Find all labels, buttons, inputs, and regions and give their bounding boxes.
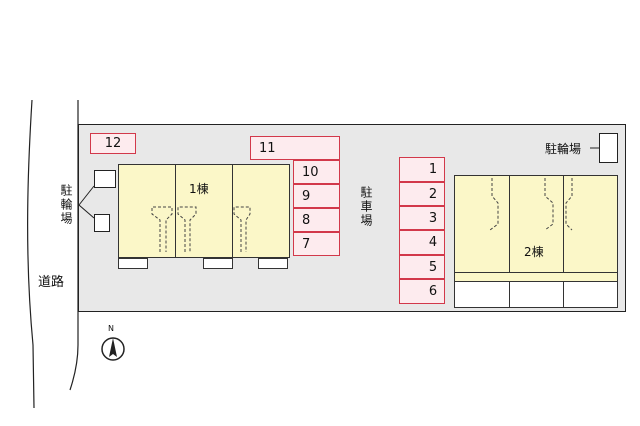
- bicycle-rack-left-bottom: [94, 214, 110, 232]
- building-1: [118, 164, 290, 258]
- parking-stall-4: 4: [399, 230, 445, 255]
- stall-number: 10: [302, 164, 319, 180]
- parking-area-label: 駐車場: [359, 186, 373, 228]
- parking-stall-1: 1: [399, 157, 445, 182]
- building-2-label: 2棟: [524, 245, 544, 259]
- stall-number: 12: [104, 136, 122, 151]
- building-1-porch: [203, 258, 233, 269]
- building-1-unit-divider: [175, 164, 176, 258]
- stall-number: 9: [302, 188, 311, 204]
- stall-number: 8: [302, 212, 311, 228]
- stall-number: 3: [428, 210, 438, 226]
- bicycle-rack-left-top: [94, 170, 116, 188]
- compass-label: N: [108, 324, 114, 333]
- parking-stall-3: 3: [399, 206, 445, 230]
- bicycle-parking-left-label: 駐輪場: [59, 184, 73, 226]
- stall-number: 1: [428, 162, 438, 177]
- building-2-terrace-band: [454, 272, 618, 282]
- parking-stall-12: 12: [90, 133, 136, 154]
- parking-stall-5: 5: [399, 255, 445, 279]
- stall-number: 7: [302, 236, 311, 252]
- parking-stall-10: 10: [293, 160, 340, 184]
- building-2-unit-divider: [563, 175, 564, 275]
- building-1-porch: [118, 258, 148, 269]
- building-1-label: 1棟: [189, 182, 209, 196]
- bicycle-parking-right-label: 駐輪場: [545, 142, 582, 156]
- stall-number: 6: [428, 284, 438, 299]
- bicycle-rack-right: [599, 133, 618, 163]
- stall-number: 2: [428, 186, 438, 202]
- stall-number: 4: [428, 235, 438, 250]
- building-1-porch: [258, 258, 288, 269]
- parking-stall-2: 2: [399, 182, 445, 206]
- building-1-unit-divider: [232, 164, 233, 258]
- parking-stall-6: 6: [399, 279, 445, 304]
- parking-stall-11: 11: [250, 136, 340, 160]
- stall-number: 11: [259, 140, 276, 156]
- compass-north-icon: [101, 337, 125, 361]
- building-2: [454, 175, 618, 275]
- parking-stall-7: 7: [293, 232, 340, 256]
- road-label: 道路: [38, 275, 65, 290]
- building-2-unit-divider: [509, 175, 510, 275]
- stall-number: 5: [428, 259, 438, 275]
- parking-stall-9: 9: [293, 184, 340, 208]
- parking-stall-8: 8: [293, 208, 340, 232]
